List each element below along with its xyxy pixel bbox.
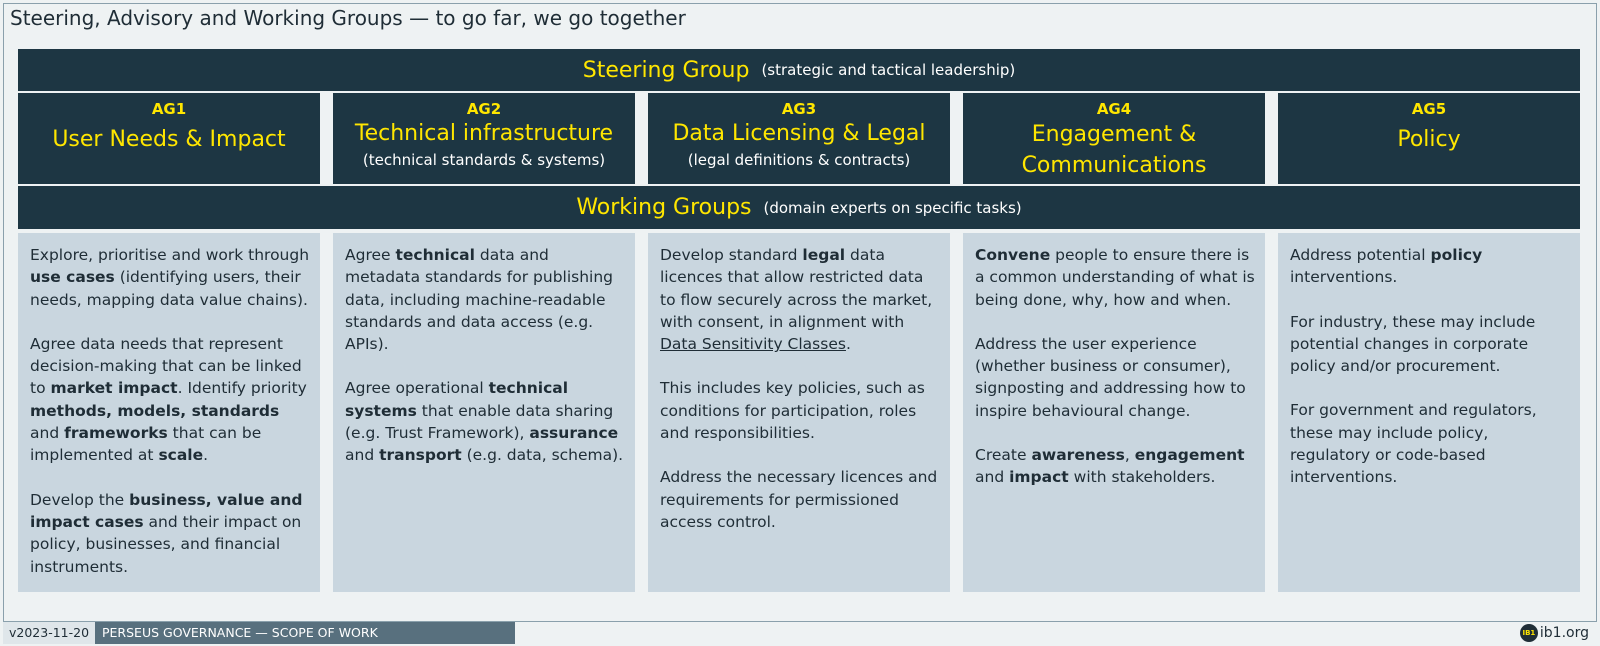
ag3-description: Develop standard legal data licences tha… <box>648 233 950 592</box>
description-paragraph: Address the user experience (whether bus… <box>975 334 1246 420</box>
ag4-title: Engagement & Communications <box>1021 122 1207 178</box>
description-paragraph: Explore, prioritise and work through use… <box>30 246 310 309</box>
footer-bar: v2023-11-20 PERSEUS GOVERNANCE — SCOPE O… <box>3 621 1597 644</box>
advisory-group-headers: AG1 User Needs & Impact AG2 Technical in… <box>18 93 1580 184</box>
ib1-logo-icon: IB1 <box>1519 624 1538 642</box>
ag5-code: AG5 <box>1411 100 1447 118</box>
working-groups-title: Working Groups <box>576 195 752 220</box>
emphasis-text: methods, models, standards <box>30 401 280 420</box>
description-paragraph: Develop standard legal data licences tha… <box>660 246 933 354</box>
description-paragraph: Address potential policy interventions. <box>1290 246 1483 287</box>
emphasis-text: use cases <box>30 268 115 287</box>
ag4-description: Convene people to ensure there is a comm… <box>963 233 1265 592</box>
emphasis-text: assurance <box>529 424 619 443</box>
version-label: v2023-11-20 <box>3 622 95 644</box>
steering-group-band: Steering Group (strategic and tactical l… <box>18 49 1580 91</box>
scope-label: PERSEUS GOVERNANCE — SCOPE OF WORK <box>95 622 515 644</box>
description-paragraph: This includes key policies, such as cond… <box>660 379 925 443</box>
emphasis-text: legal <box>802 246 846 264</box>
advisory-group-descriptions: Explore, prioritise and work through use… <box>18 233 1580 592</box>
brand[interactable]: IB1 ib1.org <box>1519 623 1589 643</box>
ag2-title: Technical infrastructure <box>354 121 614 146</box>
ag5-header: AG5 Policy <box>1278 93 1580 184</box>
steering-group-title: Steering Group <box>582 57 750 83</box>
ag5-description: Address potential policy interventions. F… <box>1278 233 1580 592</box>
ag2-header: AG2 Technical infrastructure (technical … <box>333 93 635 184</box>
ag1-code: AG1 <box>151 100 187 118</box>
emphasis-text: business, value and impact cases <box>30 490 303 531</box>
ag3-code: AG3 <box>781 100 817 118</box>
ag3-subtitle: (legal definitions & contracts) <box>687 151 911 169</box>
brand-link[interactable]: ib1.org <box>1539 625 1589 641</box>
working-groups-subtitle: (domain experts on specific tasks) <box>763 198 1022 217</box>
ag1-description: Explore, prioritise and work through use… <box>18 233 320 592</box>
description-paragraph: Agree data needs that represent decision… <box>30 334 307 465</box>
description-paragraph: Agree operational technical systems that… <box>345 379 624 465</box>
data-sensitivity-classes-link[interactable]: Data Sensitivity Classes <box>660 335 846 354</box>
emphasis-text: scale <box>158 446 204 465</box>
description-paragraph: Address the necessary licences and requi… <box>660 468 938 531</box>
ag3-header: AG3 Data Licensing & Legal (legal defini… <box>648 93 950 184</box>
ag3-title: Data Licensing & Legal <box>672 121 926 146</box>
emphasis-text: Convene <box>975 246 1051 264</box>
emphasis-text: market impact <box>50 379 178 398</box>
emphasis-text: impact <box>1009 468 1069 487</box>
emphasis-text: policy <box>1430 246 1483 264</box>
emphasis-text: awareness <box>1031 446 1125 465</box>
ag2-subtitle: (technical standards & systems) <box>362 151 606 169</box>
emphasis-text: technical <box>395 246 475 264</box>
description-paragraph: Develop the business, value and impact c… <box>30 490 303 576</box>
ag2-description: Agree technical data and metadata standa… <box>333 233 635 592</box>
working-groups-band: Working Groups (domain experts on specif… <box>18 186 1580 229</box>
ag4-code: AG4 <box>1096 100 1132 118</box>
emphasis-text: transport <box>379 446 462 465</box>
emphasis-text: engagement <box>1134 446 1245 465</box>
steering-group-subtitle: (strategic and tactical leadership) <box>761 61 1016 79</box>
description-paragraph: Convene people to ensure there is a comm… <box>975 246 1255 309</box>
emphasis-text: technical systems <box>345 379 569 420</box>
description-paragraph: For industry, these may include potentia… <box>1290 312 1536 376</box>
ag5-title: Policy <box>1397 127 1461 152</box>
ag4-header: AG4 Engagement & Communications <box>963 93 1265 184</box>
ag1-title: User Needs & Impact <box>52 127 286 152</box>
emphasis-text: frameworks <box>64 424 168 443</box>
description-paragraph: Create awareness, engagement and impact … <box>975 446 1245 487</box>
page-title: Steering, Advisory and Working Groups — … <box>10 6 686 30</box>
description-paragraph: For government and regulators, these may… <box>1290 401 1537 487</box>
ag1-header: AG1 User Needs & Impact <box>18 93 320 184</box>
description-paragraph: Agree technical data and metadata standa… <box>345 246 614 354</box>
ag2-code: AG2 <box>466 100 502 118</box>
